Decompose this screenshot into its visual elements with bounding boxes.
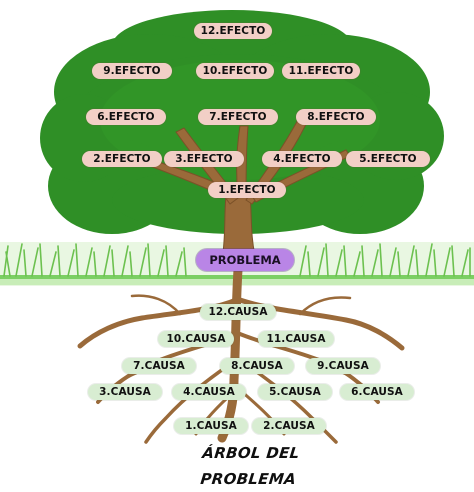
cause-label-9: 9.CAUSA bbox=[306, 358, 380, 374]
effect-label-7: 7.EFECTO bbox=[198, 109, 278, 125]
effect-label-10: 10.EFECTO bbox=[196, 63, 274, 79]
effect-label-4: 4.EFECTO bbox=[262, 151, 342, 167]
cause-label-8: 8.CAUSA bbox=[220, 358, 294, 374]
cause-label-3: 3.CAUSA bbox=[88, 384, 162, 400]
effect-label-2: 2.EFECTO bbox=[82, 151, 162, 167]
effect-label-6: 6.EFECTO bbox=[86, 109, 166, 125]
cause-label-12: 12.CAUSA bbox=[200, 304, 276, 320]
effect-label-5: 5.EFECTO bbox=[346, 151, 430, 167]
cause-label-11: 11.CAUSA bbox=[258, 331, 334, 347]
cause-label-2: 2.CAUSA bbox=[252, 418, 326, 434]
effect-label-11: 11.EFECTO bbox=[282, 63, 360, 79]
effect-label-1: 1.EFECTO bbox=[208, 182, 286, 198]
cause-label-10: 10.CAUSA bbox=[158, 331, 234, 347]
cause-label-1: 1.CAUSA bbox=[174, 418, 248, 434]
diagram-title: ÁRBOL DEL PROBLEMA bbox=[199, 444, 301, 488]
effect-label-8: 8.EFECTO bbox=[296, 109, 376, 125]
effect-label-9: 9.EFECTO bbox=[92, 63, 172, 79]
effect-label-12: 12.EFECTO bbox=[194, 23, 272, 39]
cause-label-7: 7.CAUSA bbox=[122, 358, 196, 374]
problem-label: PROBLEMA bbox=[196, 249, 294, 271]
tree-roots bbox=[77, 265, 405, 444]
cause-label-6: 6.CAUSA bbox=[340, 384, 414, 400]
cause-label-4: 4.CAUSA bbox=[172, 384, 246, 400]
effect-label-3: 3.EFECTO bbox=[164, 151, 244, 167]
cause-label-5: 5.CAUSA bbox=[258, 384, 332, 400]
